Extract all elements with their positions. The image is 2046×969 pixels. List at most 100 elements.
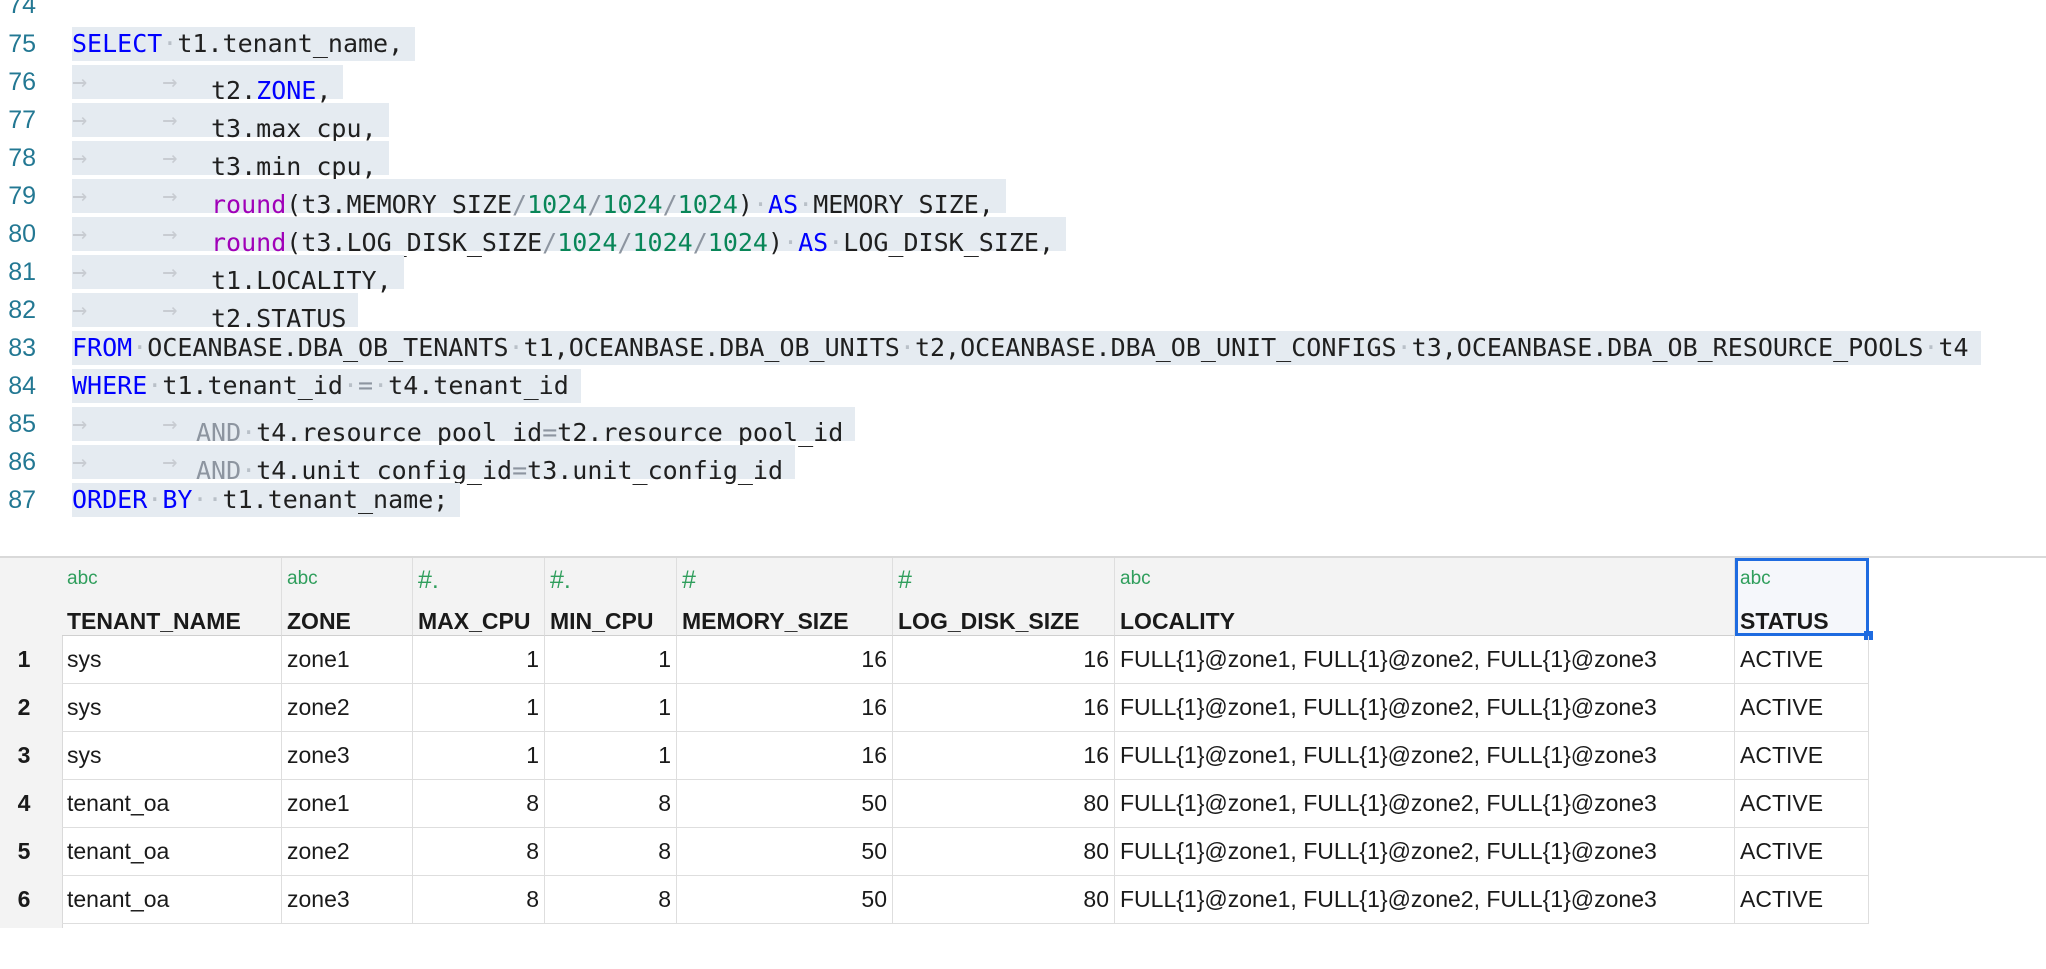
table-cell[interactable]: 16: [677, 732, 893, 780]
selection-handle[interactable]: [1864, 631, 1873, 640]
sql-identifier: t3.min_cpu,: [211, 152, 377, 181]
row-number[interactable]: 5: [17, 838, 31, 864]
sql-keyword: ORDER: [72, 485, 148, 514]
table-cell[interactable]: sys: [62, 732, 282, 780]
table-cell[interactable]: zone2: [282, 828, 413, 876]
code-line[interactable]: 80→ → round(t3.LOG_DISK_SIZE/1024/1024/1…: [0, 215, 2046, 257]
table-cell[interactable]: 80: [893, 828, 1115, 876]
sql-identifier: t3,OCEANBASE.DBA_OB_RESOURCE_POOLS: [1411, 333, 1924, 362]
table-cell[interactable]: sys: [62, 636, 282, 684]
table-cell[interactable]: 16: [677, 636, 893, 684]
table-cell[interactable]: FULL{1}@zone1, FULL{1}@zone2, FULL{1}@zo…: [1115, 780, 1735, 828]
sql-operator: /: [662, 190, 678, 219]
row-number[interactable]: 6: [17, 886, 31, 912]
table-cell[interactable]: zone1: [282, 636, 413, 684]
table-cell[interactable]: 16: [893, 684, 1115, 732]
sql-identifier: (t3.LOG_DISK_SIZE: [286, 228, 543, 257]
table-cell[interactable]: 8: [413, 780, 545, 828]
numeric-type-icon: #.: [550, 566, 571, 594]
column-title: ZONE: [287, 608, 351, 634]
table-cell[interactable]: 8: [413, 828, 545, 876]
table-cell[interactable]: 8: [545, 828, 677, 876]
sql-keyword: AS: [798, 228, 829, 257]
table-cell[interactable]: 50: [677, 780, 893, 828]
code-line[interactable]: 78→ → t3.min_cpu,: [0, 139, 2046, 181]
line-number: 77: [8, 106, 36, 134]
column-title: LOCALITY: [1120, 608, 1235, 634]
row-number[interactable]: 3: [17, 742, 31, 768]
table-cell[interactable]: zone3: [282, 876, 413, 924]
sql-operator: /: [542, 228, 558, 257]
table-cell[interactable]: 1: [413, 732, 545, 780]
table-cell[interactable]: tenant_oa: [62, 828, 282, 876]
table-cell[interactable]: FULL{1}@zone1, FULL{1}@zone2, FULL{1}@zo…: [1115, 732, 1735, 780]
row-number[interactable]: 4: [17, 790, 31, 816]
row-number[interactable]: 2: [17, 694, 31, 720]
code-text: → → t2.STATUS: [72, 293, 359, 333]
code-line[interactable]: 81→ → t1.LOCALITY,: [0, 253, 2046, 295]
table-cell[interactable]: ACTIVE: [1735, 876, 1869, 924]
table-cell[interactable]: 80: [893, 876, 1115, 924]
table-cell[interactable]: 8: [413, 876, 545, 924]
table-cell[interactable]: ACTIVE: [1735, 828, 1869, 876]
whitespace-marker: ·: [1923, 333, 1939, 362]
table-cell[interactable]: tenant_oa: [62, 780, 282, 828]
table-cell[interactable]: 8: [545, 780, 677, 828]
table-cell[interactable]: 16: [893, 636, 1115, 684]
line-number: 86: [8, 448, 36, 476]
column-header-memory-size[interactable]: #MEMORY_SIZE: [677, 558, 893, 636]
table-cell[interactable]: 16: [893, 732, 1115, 780]
table-cell[interactable]: zone1: [282, 780, 413, 828]
code-line[interactable]: 76→ → t2.ZONE,: [0, 63, 2046, 105]
table-cell[interactable]: FULL{1}@zone1, FULL{1}@zone2, FULL{1}@zo…: [1115, 828, 1735, 876]
sql-operator: /: [512, 190, 528, 219]
column-header-log-disk-size[interactable]: #LOG_DISK_SIZE: [893, 558, 1115, 636]
code-line[interactable]: 74: [0, 0, 2046, 24]
table-cell[interactable]: 1: [413, 636, 545, 684]
table-cell[interactable]: sys: [62, 684, 282, 732]
sql-number: 1024: [632, 228, 693, 257]
line-number: 83: [8, 334, 36, 362]
code-line[interactable]: 86 → → AND·t4.unit_config_id=t3.unit_conf…: [0, 443, 2046, 485]
table-cell[interactable]: zone3: [282, 732, 413, 780]
code-text: → → AND·t4.unit_config_id=t3.unit_config…: [72, 445, 796, 485]
table-cell[interactable]: ACTIVE: [1735, 636, 1869, 684]
sql-identifier: t4.tenant_id: [388, 371, 569, 400]
table-cell[interactable]: FULL{1}@zone1, FULL{1}@zone2, FULL{1}@zo…: [1115, 876, 1735, 924]
table-cell[interactable]: tenant_oa: [62, 876, 282, 924]
table-cell[interactable]: 8: [545, 876, 677, 924]
table-cell[interactable]: 50: [677, 876, 893, 924]
table-cell[interactable]: 80: [893, 780, 1115, 828]
table-cell[interactable]: ACTIVE: [1735, 684, 1869, 732]
table-cell[interactable]: 1: [545, 732, 677, 780]
table-cell[interactable]: zone2: [282, 684, 413, 732]
table-cell[interactable]: 1: [545, 684, 677, 732]
column-header-max-cpu[interactable]: #.MAX_CPU: [413, 558, 545, 636]
sql-identifier: t4.unit_config_id: [256, 456, 513, 485]
table-cell[interactable]: FULL{1}@zone1, FULL{1}@zone2, FULL{1}@zo…: [1115, 684, 1735, 732]
table-cell[interactable]: ACTIVE: [1735, 732, 1869, 780]
sql-identifier: OCEANBASE.DBA_OB_TENANTS: [147, 333, 509, 362]
table-cell[interactable]: 1: [545, 636, 677, 684]
table-cell[interactable]: 50: [677, 828, 893, 876]
code-line[interactable]: 82→ → t2.STATUS: [0, 291, 2046, 333]
code-line[interactable]: 77→ → t3.max_cpu,: [0, 101, 2046, 143]
code-line[interactable]: 85→ → AND·t4.resource_pool_id=t2.resourc…: [0, 405, 2046, 447]
row-number[interactable]: 1: [17, 646, 31, 672]
table-cell[interactable]: FULL{1}@zone1, FULL{1}@zone2, FULL{1}@zo…: [1115, 636, 1735, 684]
code-line[interactable]: 79→ → round(t3.MEMORY_SIZE/1024/1024/102…: [0, 177, 2046, 219]
table-cell[interactable]: 1: [413, 684, 545, 732]
table-cell[interactable]: 16: [677, 684, 893, 732]
column-header-min-cpu[interactable]: #.MIN_CPU: [545, 558, 677, 636]
table-cell[interactable]: ACTIVE: [1735, 780, 1869, 828]
column-title: TENANT_NAME: [67, 608, 241, 634]
